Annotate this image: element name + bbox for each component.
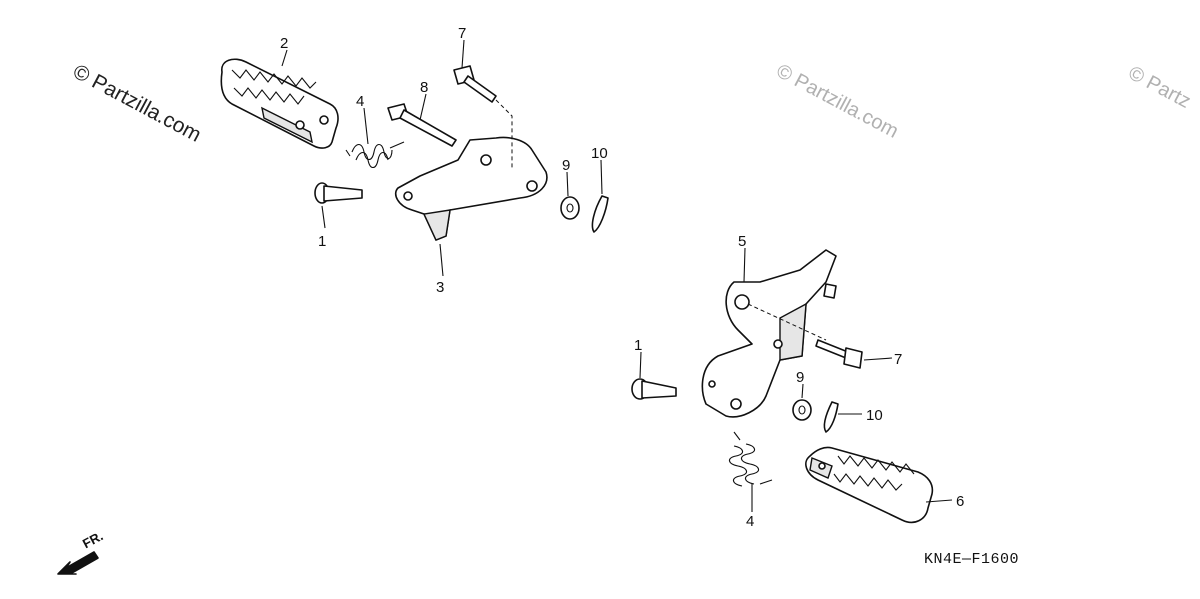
callout-8-left: 8 (420, 79, 428, 96)
pin-left (314, 182, 363, 204)
callout-10-right: 10 (866, 407, 883, 424)
callout-9-right: 9 (796, 369, 804, 386)
bolt-7-left (453, 65, 513, 170)
callout-9-left: 9 (562, 157, 570, 174)
washer-left (560, 196, 580, 220)
spring-left (345, 141, 405, 169)
bolt-7-right (815, 339, 863, 369)
callout-7-right: 7 (894, 351, 902, 368)
arrow-down-left-icon (57, 551, 99, 575)
callout-4-left: 4 (356, 93, 364, 110)
washer-right (792, 399, 812, 421)
callout-5-right: 5 (738, 233, 746, 250)
callout-1-left: 1 (318, 233, 326, 250)
cotter-pin-right (823, 401, 839, 433)
pin-right (631, 378, 677, 400)
callout-2-left: 2 (280, 35, 288, 52)
bracket-right (701, 249, 837, 418)
spring-right (728, 431, 773, 487)
callout-6-right: 6 (956, 493, 964, 510)
callout-10-left: 10 (591, 145, 608, 162)
bolt-8-left (387, 103, 457, 147)
callout-3-left: 3 (436, 279, 444, 296)
footpeg-left (220, 58, 339, 149)
bracket-left (394, 136, 548, 241)
footpeg-right (805, 446, 934, 524)
diagram-code: KN4E—F1600 (924, 551, 1020, 568)
callout-4-right: 4 (746, 513, 754, 530)
cotter-pin-left (591, 195, 609, 233)
callout-7-left: 7 (458, 25, 466, 42)
callout-1-right: 1 (634, 337, 642, 354)
